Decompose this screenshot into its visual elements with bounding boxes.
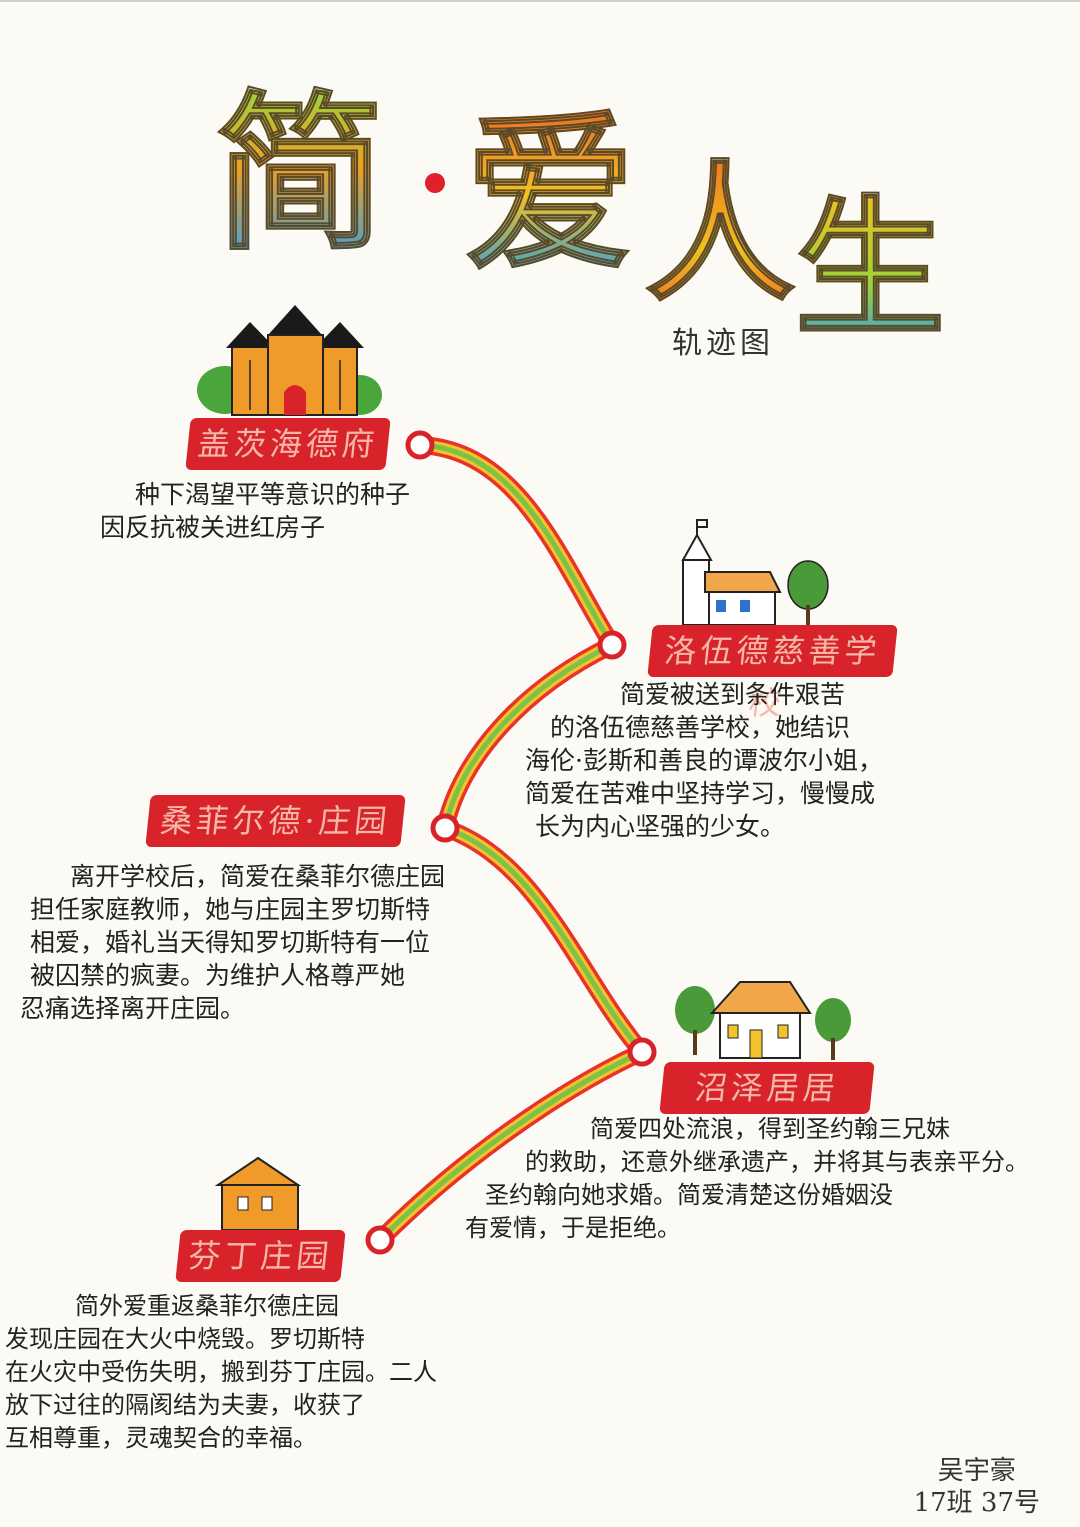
station-moorhouse-text: 简爱四处流浪，得到圣约翰三兄妹的救助，还意外继承遗产，并将其与表亲平分。圣约翰向… bbox=[465, 1115, 1029, 1242]
station-thornfield-text: 离开学校后，简爱在桑菲尔德庄园担任家庭教师，她与庄园主罗切斯特相爱，婚礼当天得知… bbox=[20, 862, 446, 1023]
station-gateshead-banner: 盖茨海德府 bbox=[185, 418, 391, 470]
house-icon bbox=[675, 981, 851, 1060]
station-moorhouse-banner: 沼泽居居 bbox=[659, 1062, 875, 1114]
station-ferndean-banner: 芬丁庄园 bbox=[175, 1230, 346, 1282]
station-lowood-text: 简爱被送到条件艰苦的洛伍德慈善学校，她结识海伦·彭斯和善良的谭波尔小姐，简爱在苦… bbox=[525, 680, 883, 841]
signature: 吴宇豪 17班 37号 bbox=[914, 1455, 1040, 1519]
title-dot-icon bbox=[425, 173, 445, 193]
station-ferndean-text: 简外爱重返桑菲尔德庄园发现庄园在大火中烧毁。罗切斯特在火灾中受伤失明，搬到芬丁庄… bbox=[5, 1292, 437, 1452]
title-char-1: 简 bbox=[214, 76, 386, 274]
station-gateshead-text: 种下渴望平等意识的种子因反抗被关进红房子 bbox=[100, 480, 411, 542]
mansion-icon bbox=[197, 305, 382, 416]
school-icon bbox=[681, 519, 829, 626]
cottage-icon bbox=[214, 1156, 302, 1231]
subtitle: 轨迹图 bbox=[672, 326, 774, 361]
station-lowood-banner: 洛伍德慈善学校 bbox=[647, 625, 898, 722]
title-char-2: 爱 bbox=[464, 96, 636, 294]
station-thornfield-banner: 桑菲尔德·庄园 bbox=[145, 795, 406, 847]
title-char-3: 人 bbox=[644, 148, 796, 322]
path-nodes bbox=[365, 430, 657, 1255]
title-char-4: 生 bbox=[794, 183, 946, 357]
title: 简 爱 人 生 bbox=[214, 70, 946, 346]
signature-name: 吴宇豪 bbox=[937, 1456, 1016, 1486]
signature-class: 17班 37号 bbox=[913, 1488, 1040, 1518]
